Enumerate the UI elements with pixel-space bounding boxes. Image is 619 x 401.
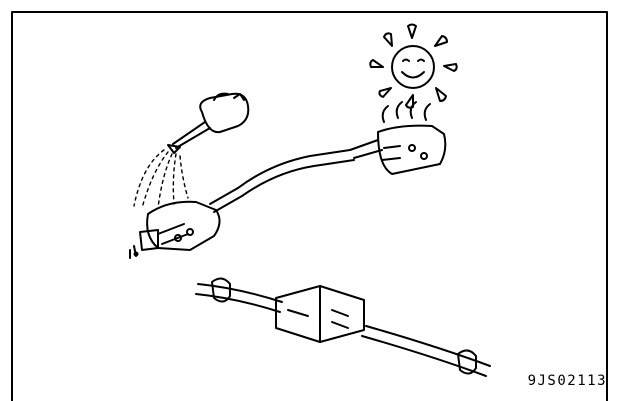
wire-harness-upper <box>209 139 383 213</box>
connector-icon <box>129 200 221 259</box>
wire-harness-icon <box>195 277 491 377</box>
figure-code: 9JS02113 <box>527 373 607 389</box>
connector-hot <box>377 101 447 175</box>
frame-border <box>11 11 608 401</box>
watering-can-icon <box>167 92 250 154</box>
sun-icon <box>369 23 458 109</box>
water-spray <box>133 149 189 209</box>
